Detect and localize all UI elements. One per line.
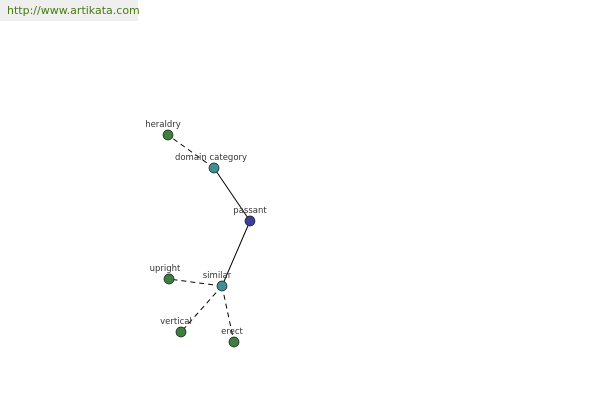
node-erect[interactable] [228, 336, 240, 348]
edge-similar-erect [221, 285, 235, 343]
label-passant[interactable]: passant [233, 206, 267, 216]
node-upright[interactable] [163, 273, 175, 285]
url-banner: http://www.artikata.com [0, 0, 140, 21]
node-passant[interactable] [244, 215, 256, 227]
label-domain-category[interactable]: domain category [175, 153, 247, 163]
label-heraldry[interactable]: heraldry [145, 120, 181, 130]
label-vertical[interactable]: vertical [160, 317, 192, 327]
node-heraldry[interactable] [162, 129, 174, 141]
label-similar[interactable]: similar [203, 271, 232, 281]
edge-passant-similar [221, 220, 251, 287]
edge-passant-domain-category [213, 167, 251, 222]
node-vertical[interactable] [175, 326, 187, 338]
edge-similar-vertical [180, 285, 223, 333]
node-domain-category[interactable] [208, 162, 220, 174]
site-url-link[interactable]: http://www.artikata.com [7, 4, 140, 17]
node-similar[interactable] [216, 280, 228, 292]
label-upright[interactable]: upright [150, 264, 181, 274]
edge-domain-category-heraldry [167, 134, 215, 169]
label-erect[interactable]: erect [221, 327, 243, 337]
